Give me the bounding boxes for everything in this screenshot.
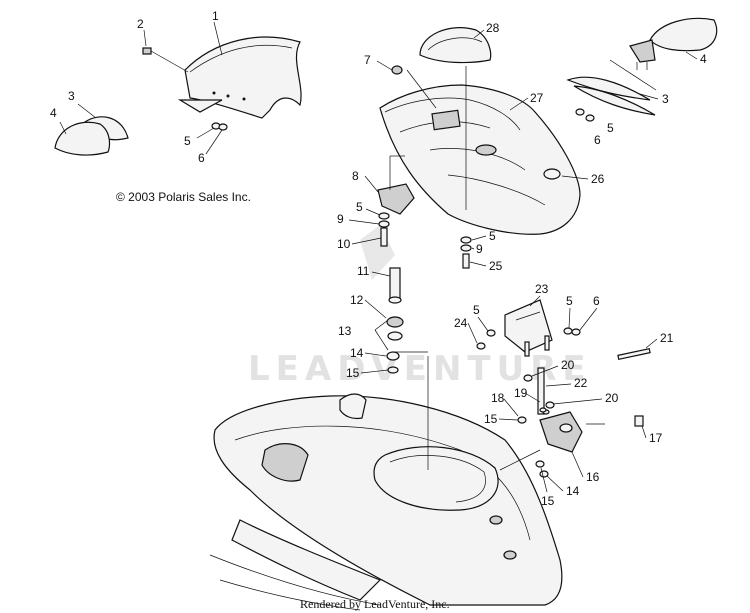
strut-part-22 xyxy=(523,367,555,415)
callout-2: 2 xyxy=(137,17,144,31)
washer-stack-center xyxy=(460,236,472,269)
callout-11: 11 xyxy=(357,264,370,278)
callout-19: 19 xyxy=(514,386,528,400)
bracket-part xyxy=(504,299,553,357)
callout-3: 3 xyxy=(68,89,75,103)
callout-16: 16 xyxy=(586,470,600,484)
callout-26: 26 xyxy=(591,172,605,186)
callout-21: 21 xyxy=(660,331,674,345)
callout-13: 13 xyxy=(338,324,352,338)
nut-part-7 xyxy=(391,65,403,75)
rod-part-21 xyxy=(617,348,651,360)
callout-5d: 5 xyxy=(489,229,496,243)
callout-9b: 9 xyxy=(476,242,483,256)
callout-4: 4 xyxy=(50,106,57,120)
callout-7: 7 xyxy=(364,53,371,67)
callout-12: 12 xyxy=(350,293,364,307)
callout-14b: 14 xyxy=(566,484,580,498)
callout-8: 8 xyxy=(352,169,359,183)
screws-23 xyxy=(476,327,581,350)
right-trim-part xyxy=(566,59,657,122)
callout-22: 22 xyxy=(574,376,588,390)
callout-5c: 5 xyxy=(356,200,363,214)
callout-5f: 5 xyxy=(566,294,573,308)
callout-9a: 9 xyxy=(337,212,344,226)
callout-20b: 20 xyxy=(605,391,619,405)
windshield-part xyxy=(177,36,302,119)
callout-6: 6 xyxy=(198,151,205,165)
callout-5e: 5 xyxy=(473,303,480,317)
hull-deck xyxy=(209,351,563,611)
callout-17: 17 xyxy=(649,431,663,445)
callout-5b: 5 xyxy=(607,121,614,135)
washer-stack-left xyxy=(378,212,390,247)
screw-part-17 xyxy=(634,415,644,427)
callout-28: 28 xyxy=(486,21,500,35)
copyright-text: © 2003 Polaris Sales Inc. xyxy=(116,190,251,204)
callout-10: 10 xyxy=(337,237,351,251)
callout-24: 24 xyxy=(454,316,468,330)
callout-15c: 15 xyxy=(541,494,555,508)
latch-part-16 xyxy=(517,407,605,478)
callout-25: 25 xyxy=(489,259,503,273)
callout-3b: 3 xyxy=(662,92,669,106)
callout-27: 27 xyxy=(530,91,544,105)
callout-4b: 4 xyxy=(700,52,707,66)
footer-text: Rendered by LeadVenture, Inc. xyxy=(300,597,450,611)
callout-20a: 20 xyxy=(561,358,575,372)
callout-14a: 14 xyxy=(350,346,364,360)
screw-part xyxy=(142,47,189,73)
callout-5: 5 xyxy=(184,134,191,148)
washer-set-left xyxy=(196,122,228,155)
left-mirror-part xyxy=(54,116,129,156)
right-mirror-part xyxy=(629,17,718,70)
callout-23: 23 xyxy=(535,282,549,296)
callout-18: 18 xyxy=(491,391,505,405)
callout-15b: 15 xyxy=(484,412,498,426)
latch-part xyxy=(377,155,415,215)
callout-labels: 1 2 3 4 5 6 7 28 27 26 4 3 5 6 8 5 9 10 … xyxy=(50,9,707,508)
hood-part xyxy=(379,66,581,235)
callout-6b: 6 xyxy=(594,133,601,147)
pad-part xyxy=(419,27,492,64)
callout-15a: 15 xyxy=(346,366,360,380)
callout-6c: 6 xyxy=(593,294,600,308)
leader-lines xyxy=(59,21,698,493)
callout-1: 1 xyxy=(212,9,219,23)
